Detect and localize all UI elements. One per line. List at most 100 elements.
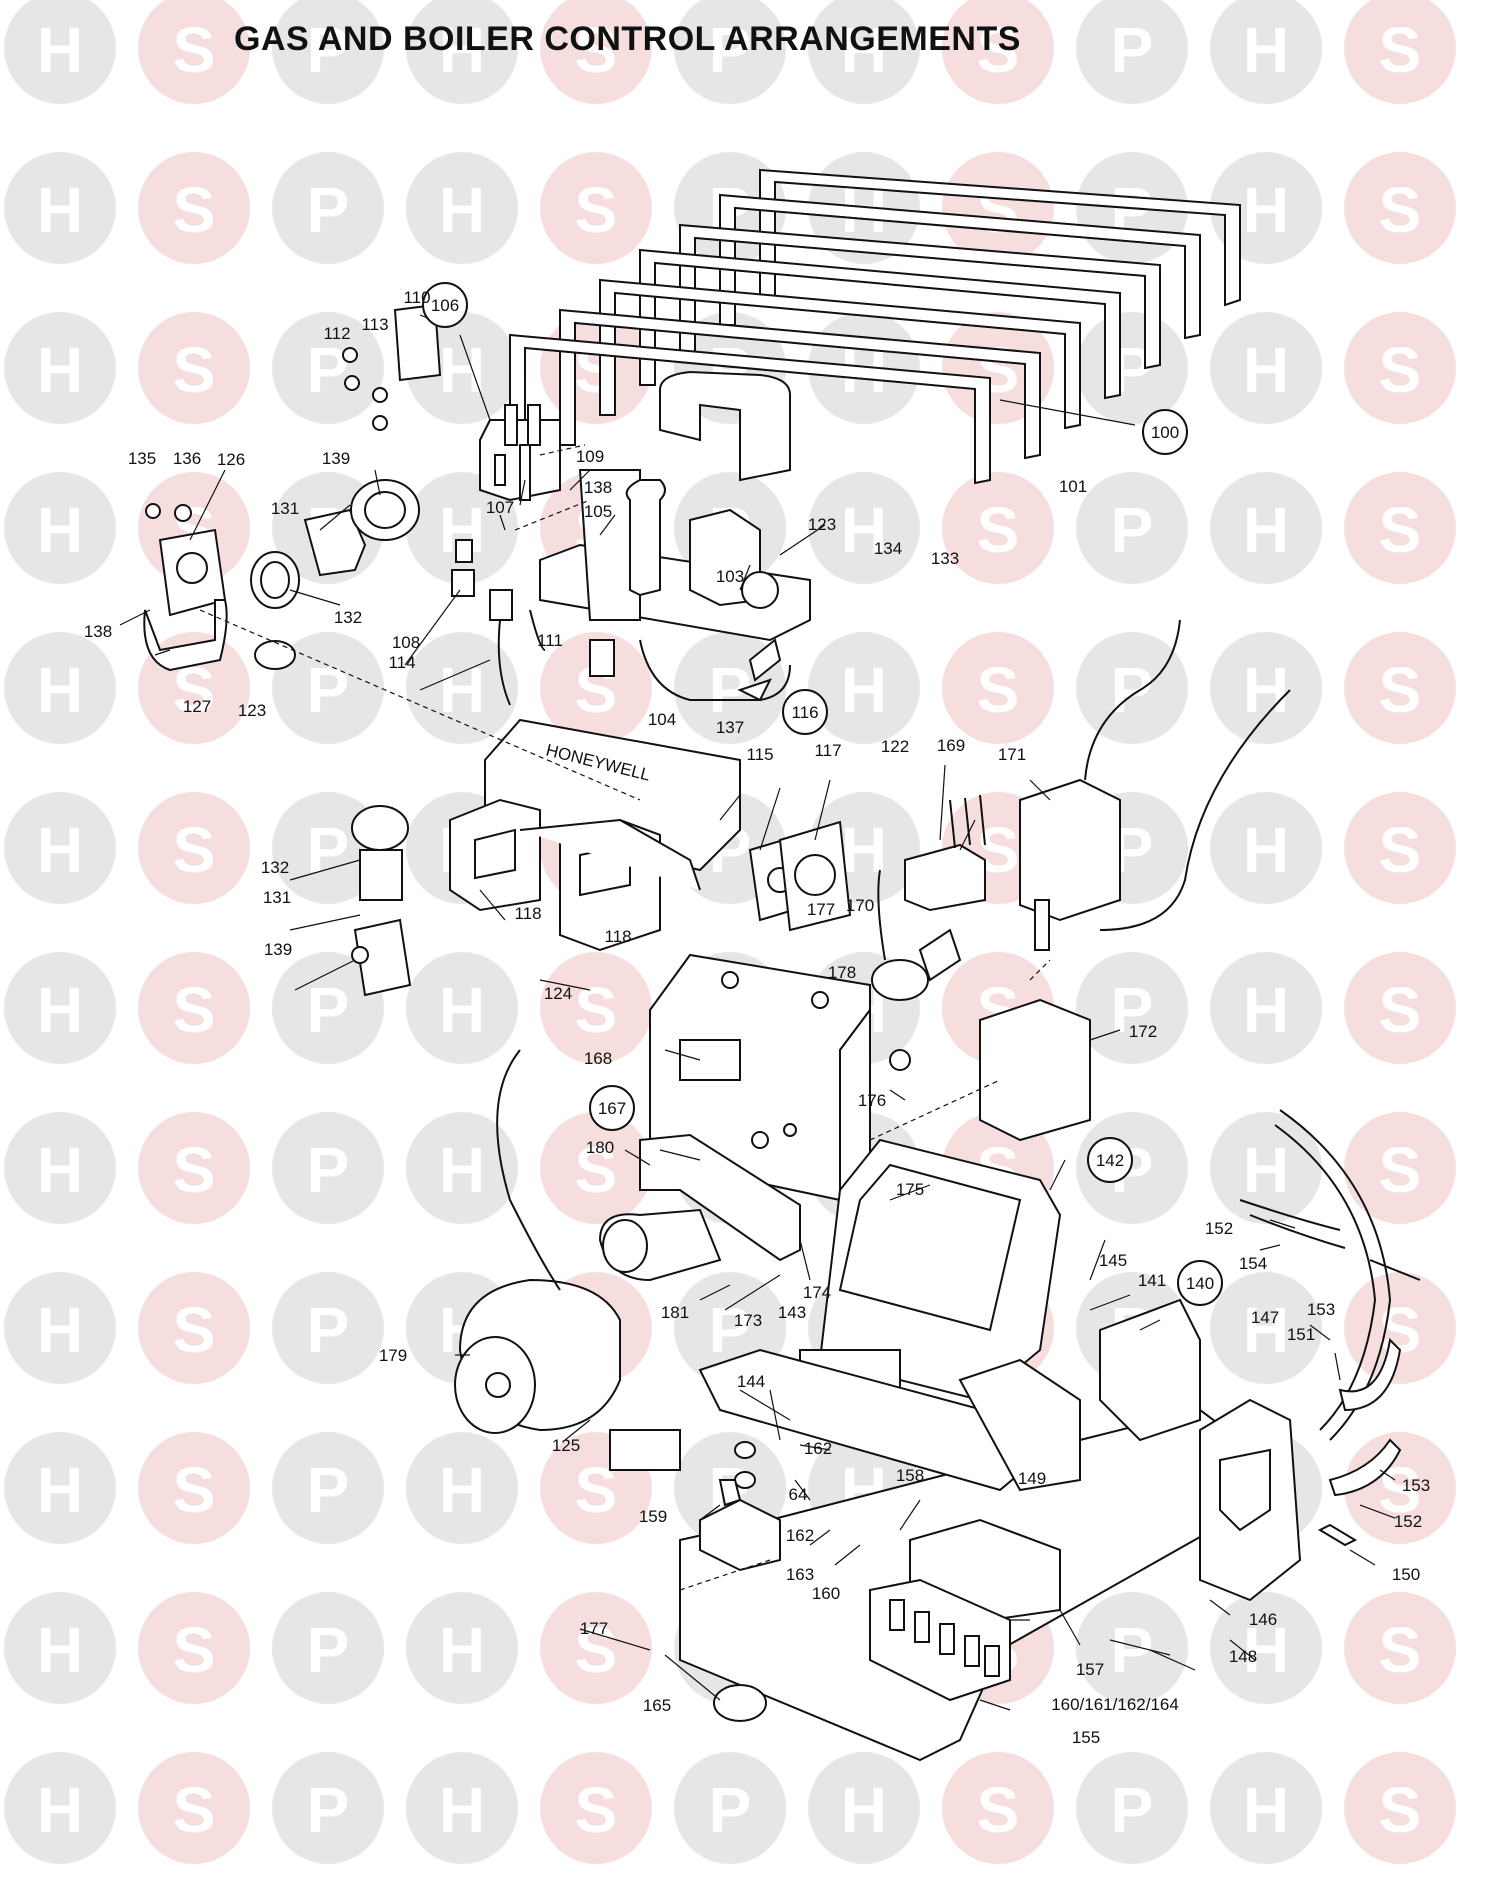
gaskets xyxy=(748,820,852,932)
label-117: 117 xyxy=(814,741,841,760)
watermark-circle xyxy=(540,0,652,104)
watermark-letter: H xyxy=(1243,14,1289,86)
watermark-letter: S xyxy=(1379,654,1422,726)
label-140: 140 xyxy=(1186,1274,1214,1293)
label-116: 116 xyxy=(791,703,818,722)
terminal-blocks xyxy=(869,1518,1061,1702)
watermark-letter: H xyxy=(439,1134,485,1206)
watermark-circle xyxy=(272,632,384,744)
watermark-letter: P xyxy=(307,1774,350,1846)
watermark-circle xyxy=(540,1112,652,1224)
watermark-letter: P xyxy=(1111,1774,1154,1846)
label-165: 165 xyxy=(643,1696,671,1715)
watermark-letter: P xyxy=(307,14,350,86)
label-125: 125 xyxy=(552,1436,580,1455)
label-123a: 123 xyxy=(808,515,836,534)
label-122: 122 xyxy=(881,737,909,756)
control-box xyxy=(649,953,911,1202)
watermark-circle xyxy=(4,152,116,264)
watermark-circle xyxy=(406,1592,518,1704)
watermark-circle xyxy=(1344,1592,1456,1704)
watermark-letter: P xyxy=(1111,494,1154,566)
watermark-letter: P xyxy=(1111,14,1154,86)
label-106: 106 xyxy=(431,296,459,315)
watermark-circle xyxy=(540,952,652,1064)
watermark-circle xyxy=(272,1752,384,1864)
watermark-circle xyxy=(138,1432,250,1544)
label-131a: 131 xyxy=(271,499,299,518)
watermark-letter: S xyxy=(575,1134,618,1206)
watermark-circle xyxy=(406,152,518,264)
gas-valve: HONEYWELL xyxy=(449,718,741,952)
label-132a: 132 xyxy=(334,608,362,627)
label-143: 143 xyxy=(778,1303,806,1322)
watermark-circle xyxy=(272,952,384,1064)
label-171: 171 xyxy=(998,745,1026,764)
label-138a: 138 xyxy=(584,478,612,497)
watermark-letter: S xyxy=(575,1774,618,1846)
spindle-bracket xyxy=(598,1133,801,1282)
watermark-circle xyxy=(138,792,250,904)
watermark-letter: H xyxy=(1243,494,1289,566)
watermark-circle xyxy=(1344,632,1456,744)
flange-and-tubes xyxy=(1199,1109,1421,1602)
label-64: 64 xyxy=(789,1485,808,1504)
watermark-letter: P xyxy=(307,814,350,886)
watermark-circle xyxy=(138,312,250,424)
watermark-circle xyxy=(4,1432,116,1544)
label-131b: 131 xyxy=(263,888,291,907)
label-101: 101 xyxy=(1059,477,1087,496)
label-153b: 153 xyxy=(1402,1476,1430,1495)
watermark-circle xyxy=(1344,472,1456,584)
watermark-letter: P xyxy=(307,654,350,726)
label-169: 169 xyxy=(937,736,965,755)
label-177b: 177 xyxy=(580,1619,608,1638)
watermark-letter: S xyxy=(977,14,1020,86)
watermark-circle xyxy=(1210,632,1322,744)
watermark-circle xyxy=(406,0,518,104)
label-104: 104 xyxy=(648,710,676,729)
burner-manifold xyxy=(539,370,811,701)
watermark-letter: S xyxy=(575,14,618,86)
watermark-circle xyxy=(138,152,250,264)
watermark-letter: S xyxy=(1379,1134,1422,1206)
watermark-letter: S xyxy=(977,1774,1020,1846)
watermark-circle xyxy=(272,152,384,264)
label-150: 150 xyxy=(1392,1565,1420,1584)
watermark-circle xyxy=(808,1752,920,1864)
label-155: 155 xyxy=(1072,1728,1100,1747)
watermark-circle xyxy=(138,1112,250,1224)
watermark-letter: S xyxy=(575,1614,618,1686)
label-167: 167 xyxy=(598,1099,626,1118)
watermark-circle xyxy=(1210,952,1322,1064)
watermark-circle xyxy=(1076,472,1188,584)
watermark-circle xyxy=(942,632,1054,744)
label-126: 126 xyxy=(217,450,245,469)
watermark-letter: P xyxy=(709,1774,752,1846)
watermark-circle xyxy=(540,152,652,264)
thermostats xyxy=(871,619,1291,1142)
label-111: 111 xyxy=(537,631,563,650)
burner-bars xyxy=(509,168,1241,485)
pilot-assembly xyxy=(342,303,782,706)
part-labels: 106 100 116 167 142 140 101 103 104 105 … xyxy=(84,288,1430,1747)
watermark-circle xyxy=(1210,792,1322,904)
label-132b: 132 xyxy=(261,858,289,877)
watermark-letter: P xyxy=(307,1454,350,1526)
watermark-letter: H xyxy=(1243,1294,1289,1366)
watermark-circle xyxy=(1076,1592,1188,1704)
label-158: 158 xyxy=(896,1466,924,1485)
watermark-letter: H xyxy=(439,334,485,406)
watermark-letter: H xyxy=(1243,174,1289,246)
label-163: 163 xyxy=(786,1565,814,1584)
label-142: 142 xyxy=(1096,1151,1124,1170)
watermark-circle xyxy=(138,1272,250,1384)
watermark-letter: P xyxy=(307,334,350,406)
watermark-letter: S xyxy=(173,1134,216,1206)
watermark-circle xyxy=(406,1752,518,1864)
label-100: 100 xyxy=(1151,423,1179,442)
watermark-circle xyxy=(942,152,1054,264)
watermark-circle xyxy=(808,632,920,744)
watermark-circle xyxy=(406,1112,518,1224)
watermark-circle xyxy=(674,0,786,104)
